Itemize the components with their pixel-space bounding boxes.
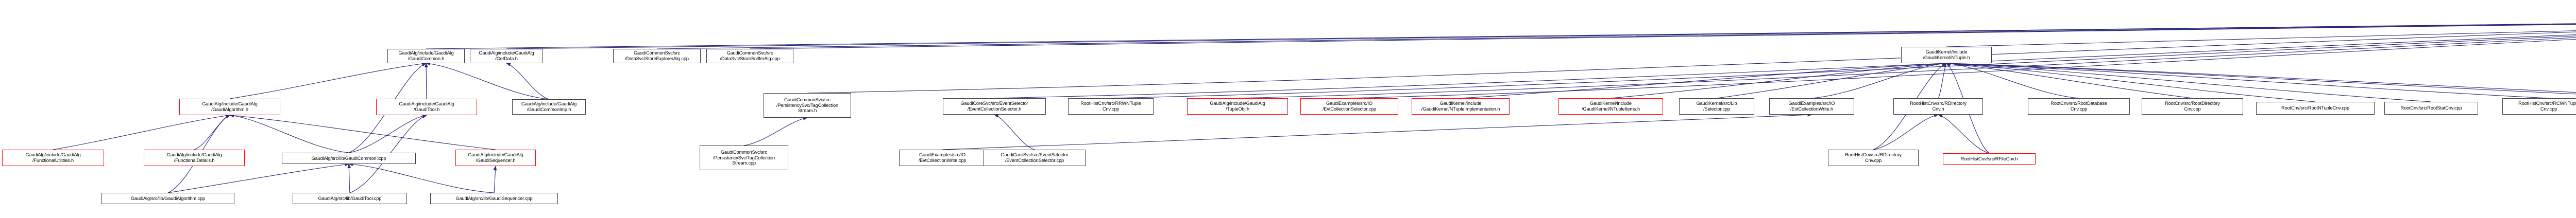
graph-node[interactable]: GaudiCoreSvc/src/EventSelector /EventCol…: [943, 98, 1046, 115]
graph-node[interactable]: GaudiCommonSvc/src /PersistencySvc/TagCo…: [764, 93, 851, 118]
graph-node[interactable]: GaudiAlg/src/lib/GaudiAlgorithm.cpp: [101, 193, 234, 204]
graph-edge: [348, 162, 495, 193]
graph-node[interactable]: GaudiAlg/include/GaudiAlg /GaudiSequence…: [455, 150, 536, 166]
graph-node[interactable]: GaudiAlg/src/lib/GaudiTool.cpp: [293, 193, 407, 204]
graph-node[interactable]: GaudiExamples/src/IO /EvtCollectionWrite…: [1769, 98, 1854, 115]
graph-edge: [167, 162, 349, 193]
graph-node[interactable]: RootHistCnv/src/RDirectory Cnv.cpp: [1828, 150, 1919, 166]
graph-node[interactable]: GaudiAlg/include/GaudiAlg /TupleObj.h: [1187, 98, 1288, 115]
graph-edge: [1946, 62, 2316, 102]
graph-node[interactable]: RootHistCnv/src/RDirectory Cnv.h: [1893, 98, 1983, 115]
graph-edge: [1946, 61, 2432, 102]
graph-node[interactable]: GaudiAlg/include/GaudiAlg /FunctionalDet…: [144, 150, 245, 166]
graph-edge: [229, 62, 427, 99]
graph-node[interactable]: GaudiExamples/src/IO /EvtCollectionSelec…: [1300, 98, 1398, 115]
graph-edge: [994, 34, 2576, 99]
graph-edge: [424, 63, 428, 99]
graph-node[interactable]: RootHistCnv/src/RRWNTuple Cnv.cpp: [1068, 98, 1154, 115]
graph-edge: [229, 114, 349, 153]
graph-edge: [1946, 61, 2576, 93]
graph-edge: [1938, 114, 1990, 154]
graph-node[interactable]: GaudiAlg/include/GaudiAlg /GaudiCommonIm…: [512, 99, 586, 115]
graph-node[interactable]: RootHistCnv/src/RCWNTuple Cnv.cpp: [2502, 98, 2576, 115]
graph-edge: [656, 23, 2576, 49]
graph-node[interactable]: RootCnv/src/RootDirectory Cnv.cpp: [2142, 98, 2243, 115]
graph-node[interactable]: GaudiKernel/include /GaudiKernel/NTupleI…: [1558, 98, 1663, 115]
graph-node[interactable]: GaudiCoreSvc/src/EventSelector /EventCol…: [984, 150, 1086, 166]
graph-edge: [1611, 62, 1947, 99]
graph-edge: [506, 62, 549, 100]
graph-edge: [1946, 30, 2576, 47]
graph-node[interactable]: GaudiAlg/src/lib/GaudiSequencer.cpp: [430, 193, 558, 204]
graph-edge: [1460, 61, 1947, 99]
graph-edge: [807, 31, 2576, 94]
graph-edge: [1873, 114, 1939, 150]
graph-node[interactable]: GaudiCommonSvc/src /PersistencySvc/TagCo…: [700, 146, 788, 170]
graph-edge: [1110, 35, 2576, 99]
graph-node[interactable]: GaudiAlg/src/lib/GaudiCommon.icpp: [282, 153, 416, 164]
graph-node[interactable]: GaudiKernel/src/Lib /Selector.cpp: [1679, 98, 1754, 115]
graph-edge: [506, 23, 2576, 49]
graph-node[interactable]: GaudiExamples/src/IO /EvtCollectionWrite…: [899, 150, 986, 166]
graph-edge: [1946, 62, 2193, 99]
graph-edge: [743, 116, 808, 146]
graph-node[interactable]: GaudiAlg/include/GaudiAlg /FunctionalUti…: [2, 150, 104, 166]
graph-node[interactable]: GaudiAlg/include/GaudiAlg /GaudiTool.h: [376, 99, 477, 115]
graph-node[interactable]: RootCnv/src/RootNTupleCnv.cpp: [2256, 102, 2375, 115]
graph-node[interactable]: GaudiCommonSvc/src /DataSvc/StoreSniffer…: [706, 49, 793, 63]
graph-edge: [942, 113, 1812, 150]
graph-edge: [229, 114, 496, 150]
graph-node[interactable]: GaudiKernel/include /GaudiKernel/NTupleI…: [1412, 98, 1510, 115]
graph-edge: [426, 22, 2576, 49]
graph-edge: [426, 62, 549, 100]
graph-node[interactable]: GaudiAlg/include/GaudiAlg /GetData.h: [470, 49, 543, 63]
graph-edge: [994, 114, 1035, 150]
graph-edge: [1811, 62, 1947, 99]
graph-edge: [347, 164, 351, 193]
graph-edge: [1716, 62, 1947, 99]
graph-node[interactable]: RootCnv/src/RootStatCnv.cpp: [2384, 102, 2478, 115]
graph-edge: [1946, 61, 2576, 95]
graph-node[interactable]: GaudiAlg/include/GaudiAlg /GaudiCommon.h: [387, 49, 465, 63]
graph-edge: [493, 166, 497, 193]
graph-node[interactable]: GaudiAlg/include/GaudiAlg /GaudiAlgorith…: [179, 99, 280, 115]
graph-edge: [1946, 62, 2079, 99]
graph-node[interactable]: RootHistCnv/src/RFileCnv.h: [1943, 153, 2036, 165]
graph-node[interactable]: GaudiKernel/include /GaudiKernel/NTuple.…: [1901, 47, 1992, 63]
graph-edge: [1938, 63, 1947, 99]
graph-edge: [348, 114, 427, 153]
graph-edge: [194, 115, 230, 150]
graph-edge: [53, 114, 230, 150]
graph-node[interactable]: GaudiCommonSvc/src /DataSvc/StoreExplore…: [613, 49, 701, 63]
graph-node[interactable]: RootCnv/src/RootDatabase Cnv.cpp: [2028, 98, 2130, 115]
graph-edge: [1946, 61, 2549, 99]
graph-edge: [750, 23, 2576, 49]
